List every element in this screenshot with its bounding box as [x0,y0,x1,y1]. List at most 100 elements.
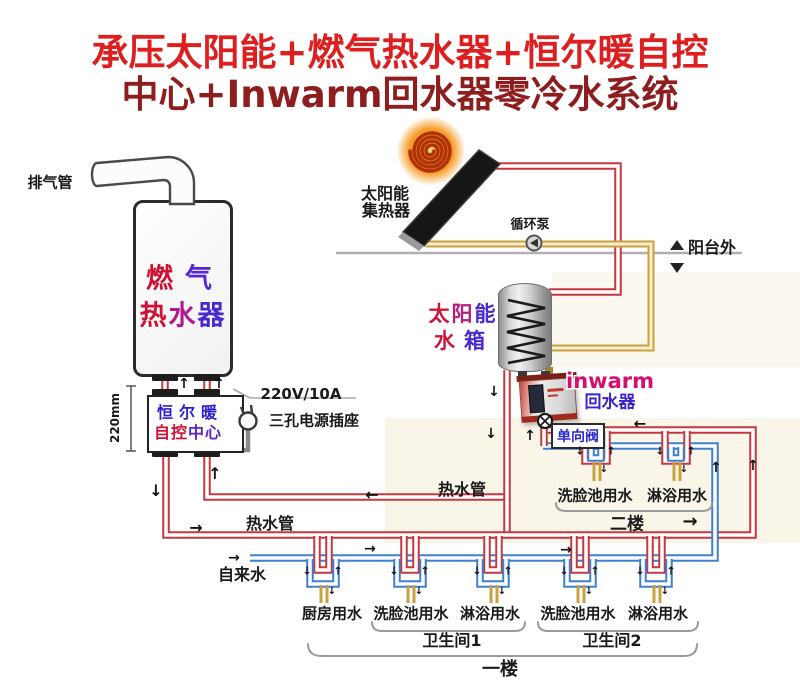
inwarm-brand-label: inwarm [566,369,654,393]
floor2-label: 二楼 [610,514,644,535]
down-triangle-icon [670,263,684,273]
sun-icon [408,131,452,173]
bathroom2-bracket [537,621,699,632]
colored-char: 能 [474,302,498,326]
colored-char: 心 [205,423,223,442]
pump-label: 循环泵 [510,217,550,233]
flow-arrow-icon: ↑ [524,428,536,444]
flow-arrow-icon: ↓ [149,481,163,500]
pump-rotor [530,238,538,248]
colored-char: 尔 [178,403,202,422]
colored-char: 水 [168,300,198,332]
flow-arrow-icon: ↑ [710,460,722,476]
tank-label-line2: 水箱 [434,325,494,355]
pipe-flange [194,374,220,381]
hot-pipe-label-upper: 热水管 [437,480,487,499]
bathroom2-label: 卫生间2 [582,631,642,650]
colored-char: 热 [139,300,169,332]
plug-icon [238,411,258,431]
colored-char: 箱 [464,329,494,353]
power-spec-label: 220V/10A [260,385,342,403]
control-center-label-line1: 恒尔暖 [157,399,223,423]
dimension-line [126,385,136,452]
colored-char: 控 [170,423,188,442]
floor1-bracket [307,643,698,657]
title-line2: 中心+Inwarm回水器零冷水系统 [121,73,679,116]
fixture-label: 洗脸池用水 [373,604,449,623]
hot-pipe-label-lower: 热水管 [245,514,295,533]
pipe-flange [152,450,178,457]
bathroom1-label: 卫生间1 [422,631,482,650]
pipe-flange [152,389,178,396]
flow-arrow-icon: ↑ [666,564,676,578]
flow-arrow-icon: ↓ [327,586,337,597]
title-line1: 承压太阳能+燃气热水器+恒尔暖自控 [91,31,709,74]
colored-char: 恒 [156,403,179,422]
flow-arrow-icon: ← [365,485,379,504]
socket-label: 三孔电源插座 [268,411,360,430]
colored-char: 中 [188,423,206,442]
control-center-unit [147,395,244,453]
tank-label-line1: 太阳能 [429,298,498,328]
flow-arrow-icon: ↓ [584,586,594,597]
floor1-label: 一楼 [482,659,518,680]
flow-arrow-icon: → [228,550,240,566]
flow-arrow-icon: → [682,511,698,532]
fixture-label: 淋浴用水 [646,486,708,505]
up-triangle-icon [670,240,684,250]
plug-pins [239,404,254,415]
flow-arrow-icon: ↓ [679,464,689,475]
flow-arrow-icon: ↑ [606,444,616,458]
exhaust-pipe [90,155,196,206]
flow-arrow-icon: ↓ [302,564,312,578]
flow-arrow-icon: ↓ [485,426,497,442]
flow-arrow-icon: → [189,518,203,537]
colored-char: 器 [197,300,227,332]
solar-collector-panel [401,149,502,247]
pipe-flange [152,374,178,381]
check-valve-label: 单向阀 [551,423,605,449]
colored-char: 自 [153,423,171,442]
flow-arrow-icon: → [560,542,572,558]
tank-coil [506,298,546,365]
flow-arrow-icon: ↑ [213,376,225,392]
fixture-label: 洗脸池用水 [540,604,616,623]
colored-char: 气 [185,263,224,295]
collector-label-line1: 太阳能 [360,184,410,203]
flow-arrow-icon: ↑ [333,564,343,578]
flow-arrow-icon: ← [633,414,647,433]
inwarm-device-label: 回水器 [584,392,636,413]
fixture-label: 厨房用水 [301,604,363,623]
colored-char: 燃 [146,263,185,295]
flow-arrow-icon: ↑ [590,564,600,578]
flow-arrow-icon: ↓ [497,586,507,597]
flow-arrow-icon: ↓ [488,384,500,400]
colored-char: 阳 [451,302,475,326]
solar-collector-edge [398,232,424,251]
floor2-bracket [555,502,713,512]
flow-arrow-icon: ↑ [503,564,513,578]
flow-arrow-icon: ↓ [655,444,665,458]
flow-arrow-icon: ↑ [420,564,430,578]
flow-arrow-icon: ↓ [472,564,482,578]
flow-arrow-icon: ↓ [575,444,585,458]
gas-heater-label-line1: 燃气 [146,257,224,296]
flow-arrow-icon: ↓ [635,564,645,578]
bathroom1-bracket [371,621,526,632]
flow-arrow-icon: ↓ [660,586,670,597]
flow-arrow-icon: ↓ [414,586,424,597]
colored-char: 暖 [201,403,224,422]
control-center-label-line2: 自控中心 [154,419,222,443]
pipe-flange [194,450,220,457]
flow-arrow-icon: ↓ [559,564,569,578]
flow-arrow-icon: ↑ [686,444,696,458]
check-valve-cross [539,415,551,427]
flow-arrow-icon: ↓ [389,564,399,578]
fixture-label: 淋浴用水 [459,604,521,623]
collector-label-line2: 集热器 [361,201,411,220]
label-leader-line [232,388,356,399]
flow-arrow-icon: → [364,541,376,557]
gas-heater-label-line2: 热水器 [140,294,227,333]
fixture-label: 淋浴用水 [627,604,689,623]
fixture-label: 洗脸池用水 [557,486,633,505]
